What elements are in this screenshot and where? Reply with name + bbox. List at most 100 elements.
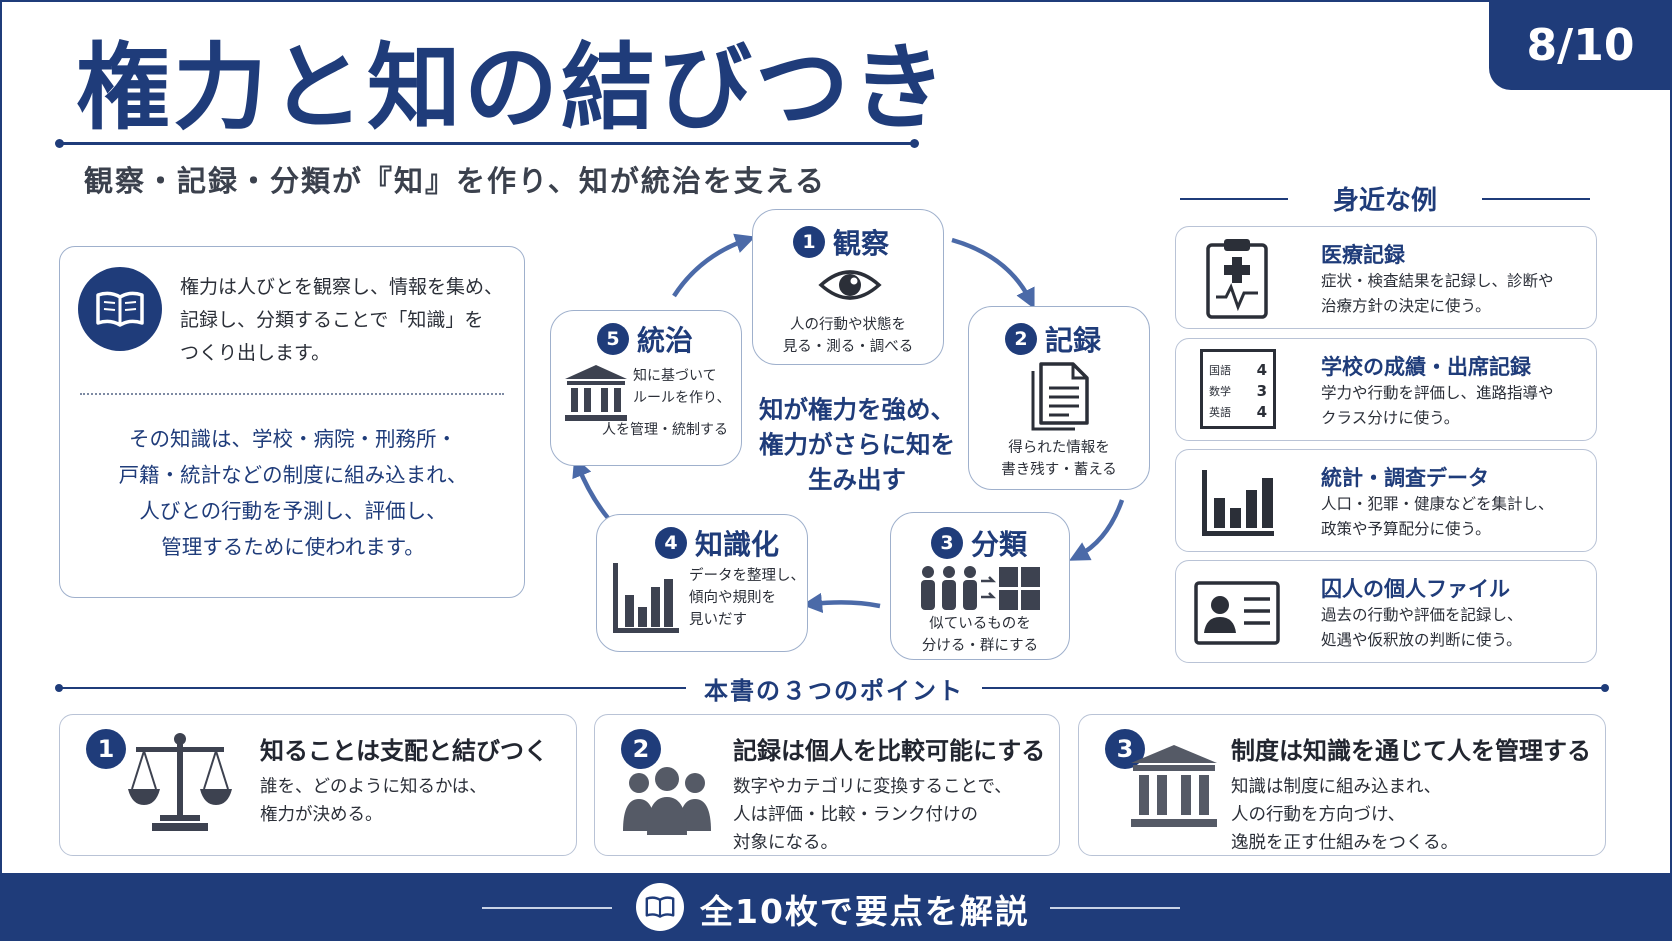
intro-line: 記録し、分類することで「知識」を <box>180 309 484 331</box>
point-desc-line: 人の行動を方向づけ、 <box>1231 805 1406 825</box>
institution-icon <box>565 365 627 421</box>
footer-text: 全10枚で要点を解説 <box>700 892 1030 931</box>
intro-line: 人びとの行動を予測し、評価し、 <box>139 499 447 523</box>
intro-line: 権力は人びとを観察し、情報を集め、 <box>180 276 504 298</box>
book-icon <box>78 267 162 351</box>
step-desc-line: 人の行動や状態を <box>790 317 906 333</box>
example-desc: 人口・犯罪・健康などを集計し、 政策や予算配分に使う。 <box>1321 492 1589 542</box>
step-number: 5 <box>597 323 629 355</box>
example-desc-line: 治療方針の決定に使う。 <box>1321 297 1491 315</box>
report-subject: 数学 <box>1209 385 1231 398</box>
example-title: 医療記録 <box>1321 243 1405 267</box>
example-desc-line: 政策や予算配分に使う。 <box>1321 520 1491 538</box>
point-desc-line: 人は評価・比較・ランク付けの <box>733 805 978 825</box>
cycle-step-govern: 5 統治 知に基づいて ルールを作り、 人を管理・統制する <box>550 310 742 466</box>
example-prisoner-file: 囚人の個人ファイル 過去の行動や評価を記録し、 処遇や仮釈放の判断に使う。 <box>1175 560 1597 663</box>
point-number: 1 <box>86 729 126 769</box>
document-icon <box>1031 362 1089 431</box>
intro-card: 権力は人びとを観察し、情報を集め、 記録し、分類することで「知識」を つくり出し… <box>59 246 525 598</box>
point-desc-line: 対象になる。 <box>733 833 838 853</box>
step-title: 統治 <box>637 324 694 357</box>
center-line: 権力がさらに知を <box>759 430 955 459</box>
intro-line: 管理するために使われます。 <box>161 535 425 559</box>
arrow-govern-to-observe <box>672 233 756 298</box>
report-card-icon: 国語 4 数学 3 英語 4 <box>1200 349 1276 429</box>
example-desc-line: 処遇や仮釈放の判断に使う。 <box>1321 631 1522 649</box>
examples-header-line <box>1482 198 1590 200</box>
report-row: 数学 3 <box>1209 381 1267 402</box>
page-subtitle: 観察・記録・分類が『知』を作り、知が統治を支える <box>84 164 826 198</box>
institution-icon <box>1131 745 1217 827</box>
step-title: 記録 <box>1045 324 1102 357</box>
report-subject: 国語 <box>1209 364 1231 377</box>
center-line: 生み出す <box>808 465 906 494</box>
point-desc-line: 逸脱を正す仕組みをつくる。 <box>1231 833 1459 853</box>
intro-line: 戸籍・統計などの制度に組み込まれ、 <box>118 463 468 487</box>
report-row: 英語 4 <box>1209 402 1267 423</box>
step-desc-line: 似ているものを <box>929 616 1031 632</box>
examples-header-line <box>1180 198 1288 200</box>
bar-chart-icon <box>1202 470 1274 536</box>
arrow-classify-to-knowledge <box>801 592 881 614</box>
footer-line <box>1050 907 1180 909</box>
point-desc: 数字やカテゴリに変換することで、 人は評価・比較・ランク付けの 対象になる。 <box>733 773 1012 857</box>
report-row: 国語 4 <box>1209 360 1267 381</box>
page-title: 権力と知の結びつき <box>76 34 950 143</box>
example-desc-line: 症状・検査結果を記録し、診断や <box>1321 272 1554 290</box>
point-desc: 誰を、どのように知るかは、 権力が決める。 <box>260 773 487 829</box>
point-number: 3 <box>1105 729 1145 769</box>
bar-chart-icon <box>613 563 679 633</box>
report-score: 3 <box>1256 382 1267 400</box>
scales-icon <box>128 733 232 831</box>
step-desc-line: 傾向や規則を <box>689 590 776 606</box>
cycle-center-message: 知が権力を強め、 権力がさらに知を 生み出す <box>748 392 966 497</box>
report-score: 4 <box>1256 361 1267 379</box>
example-desc-line: 過去の行動や評価を記録し、 <box>1321 606 1523 624</box>
examples-header: 身近な例 <box>1180 178 1590 218</box>
step-desc-line: 書き残す・蓄える <box>1001 462 1117 478</box>
point-desc-line: 知識は制度に組み込まれ、 <box>1231 777 1442 797</box>
point-card-3: 3 制度は知識を通じて人を管理する 知識は制度に組み込まれ、 人の行動を方向づけ… <box>1078 714 1606 856</box>
example-desc: 過去の行動や評価を記録し、 処遇や仮釈放の判断に使う。 <box>1321 603 1589 653</box>
step-desc-line: データを整理し、 <box>689 568 805 584</box>
step-title: 観察 <box>833 227 890 260</box>
point-title: 制度は知識を通じて人を管理する <box>1231 737 1591 765</box>
point-title: 記録は個人を比較可能にする <box>733 737 1046 765</box>
report-score: 4 <box>1256 403 1267 421</box>
point-desc-line: 権力が決める。 <box>260 805 383 825</box>
step-desc-line: 見る・測る・調べる <box>782 339 914 355</box>
sorting-people-icon <box>921 566 1040 610</box>
intro-line: つくり出します。 <box>180 342 331 364</box>
arrow-knowledge-to-govern <box>572 456 610 520</box>
title-underline <box>55 139 919 148</box>
example-desc-line: 人口・犯罪・健康などを集計し、 <box>1321 495 1554 513</box>
example-desc: 症状・検査結果を記録し、診断や 治療方針の決定に使う。 <box>1321 269 1589 319</box>
footer-line <box>482 907 612 909</box>
cycle-step-observe: 1 観察 人の行動や状態を 見る・測る・調べる <box>752 209 944 365</box>
step-desc-line: 知に基づいて <box>633 368 717 384</box>
intro-text-bottom: その知識は、学校・病院・刑務所・ 戸籍・統計などの制度に組み込まれ、 人びとの行… <box>70 421 516 565</box>
report-subject: 英語 <box>1209 406 1231 419</box>
point-desc: 知識は制度に組み込まれ、 人の行動を方向づけ、 逸脱を正す仕組みをつくる。 <box>1231 773 1458 857</box>
step-number: 4 <box>655 527 687 559</box>
point-number: 2 <box>621 729 661 769</box>
examples-title: 身近な例 <box>1332 186 1437 216</box>
point-desc-line: 数字やカテゴリに変換することで、 <box>733 777 1012 797</box>
cycle-step-knowledge: 4 知識化 データを整理し、 傾向や規則を 見いだす <box>596 514 808 652</box>
arrow-observe-to-record <box>951 237 1035 310</box>
step-number: 1 <box>793 226 825 258</box>
step-desc-line: 分ける・群にする <box>921 638 1039 654</box>
step-number: 2 <box>1005 323 1037 355</box>
id-card-icon <box>1194 581 1280 645</box>
page-indicator: 8/10 <box>1489 0 1672 90</box>
example-title: 統計・調査データ <box>1321 466 1489 490</box>
cycle-step-record: 2 記録 得られた情報を 書き残す・蓄える <box>968 306 1150 490</box>
cycle-step-classify: 3 分類 似ているものを 分ける・群にする <box>890 512 1070 660</box>
example-title: 囚人の個人ファイル <box>1321 577 1510 601</box>
point-card-2: 2 記録は個人を比較可能にする 数字やカテゴリに変換することで、 人は評価・比較… <box>594 714 1060 856</box>
point-desc-line: 誰を、どのように知るかは、 <box>260 777 487 797</box>
example-statistics: 統計・調査データ 人口・犯罪・健康などを集計し、 政策や予算配分に使う。 <box>1175 449 1597 552</box>
point-title: 知ることは支配と結びつく <box>260 737 548 765</box>
point-card-1: 1 知ることは支配と結びつく 誰を、どのように知るかは、 権力が決める。 <box>59 714 577 856</box>
